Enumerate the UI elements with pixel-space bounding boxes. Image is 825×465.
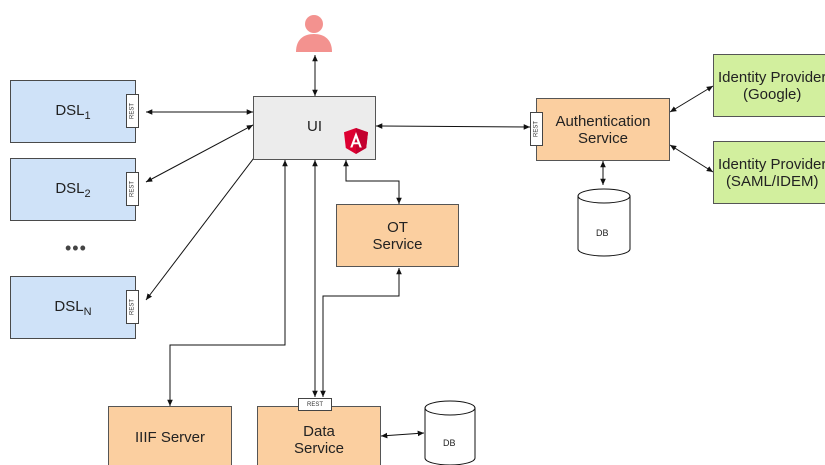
edge-ui-iiif xyxy=(167,160,288,406)
database-icon xyxy=(424,400,476,465)
edge-ui-auth xyxy=(375,123,531,130)
dsl-n-box: DSLN xyxy=(10,276,136,339)
identity-provider-google-label: Identity Provider (Google) xyxy=(718,68,825,103)
rest-badge: REST xyxy=(126,290,139,324)
ui-label: UI xyxy=(307,117,322,135)
rest-badge: REST xyxy=(530,112,543,146)
identity-provider-google-box: Identity Provider (Google) xyxy=(713,54,825,117)
data-service-label: Data Service xyxy=(293,423,345,457)
ot-service-label: OT Service xyxy=(372,218,423,253)
dsl-2-box: DSL2 xyxy=(10,158,136,221)
edge-auth-google xyxy=(669,85,714,113)
database-icon xyxy=(577,188,631,257)
identity-provider-saml-label: Identity Provider (SAML/IDEM) xyxy=(718,155,825,190)
authentication-service-box: Authentication Service xyxy=(536,98,670,161)
dsl-1-box: DSL1 xyxy=(10,80,136,143)
identity-provider-saml-box: Identity Provider (SAML/IDEM) xyxy=(713,141,825,204)
iiif-server-label: IIIF Server xyxy=(134,428,205,446)
ellipsis: ••• xyxy=(65,238,87,258)
iiif-server-box: IIIF Server xyxy=(108,406,232,465)
rest-badge: REST xyxy=(298,398,332,411)
data-service-box: Data Service xyxy=(257,406,381,465)
angular-logo-icon xyxy=(344,128,368,154)
rest-badge: REST xyxy=(126,94,139,128)
dsl-2-label: DSL2 xyxy=(55,179,91,200)
user-icon xyxy=(296,15,332,52)
edge-auth-saml xyxy=(669,144,714,173)
dsl-n-label: DSLN xyxy=(54,297,92,318)
edge-ot-data xyxy=(320,268,402,397)
edge-data-db xyxy=(380,430,425,439)
data-db-label: DB xyxy=(443,438,456,448)
edge-dsl2-ui xyxy=(145,124,254,183)
ot-service-box: OT Service xyxy=(336,204,459,267)
dsl-1-label: DSL1 xyxy=(55,101,91,122)
auth-db-label: DB xyxy=(596,228,609,238)
rest-badge: REST xyxy=(126,172,139,206)
authentication-service-label: Authentication Service xyxy=(555,112,651,147)
edge-ui-ot xyxy=(343,160,402,204)
